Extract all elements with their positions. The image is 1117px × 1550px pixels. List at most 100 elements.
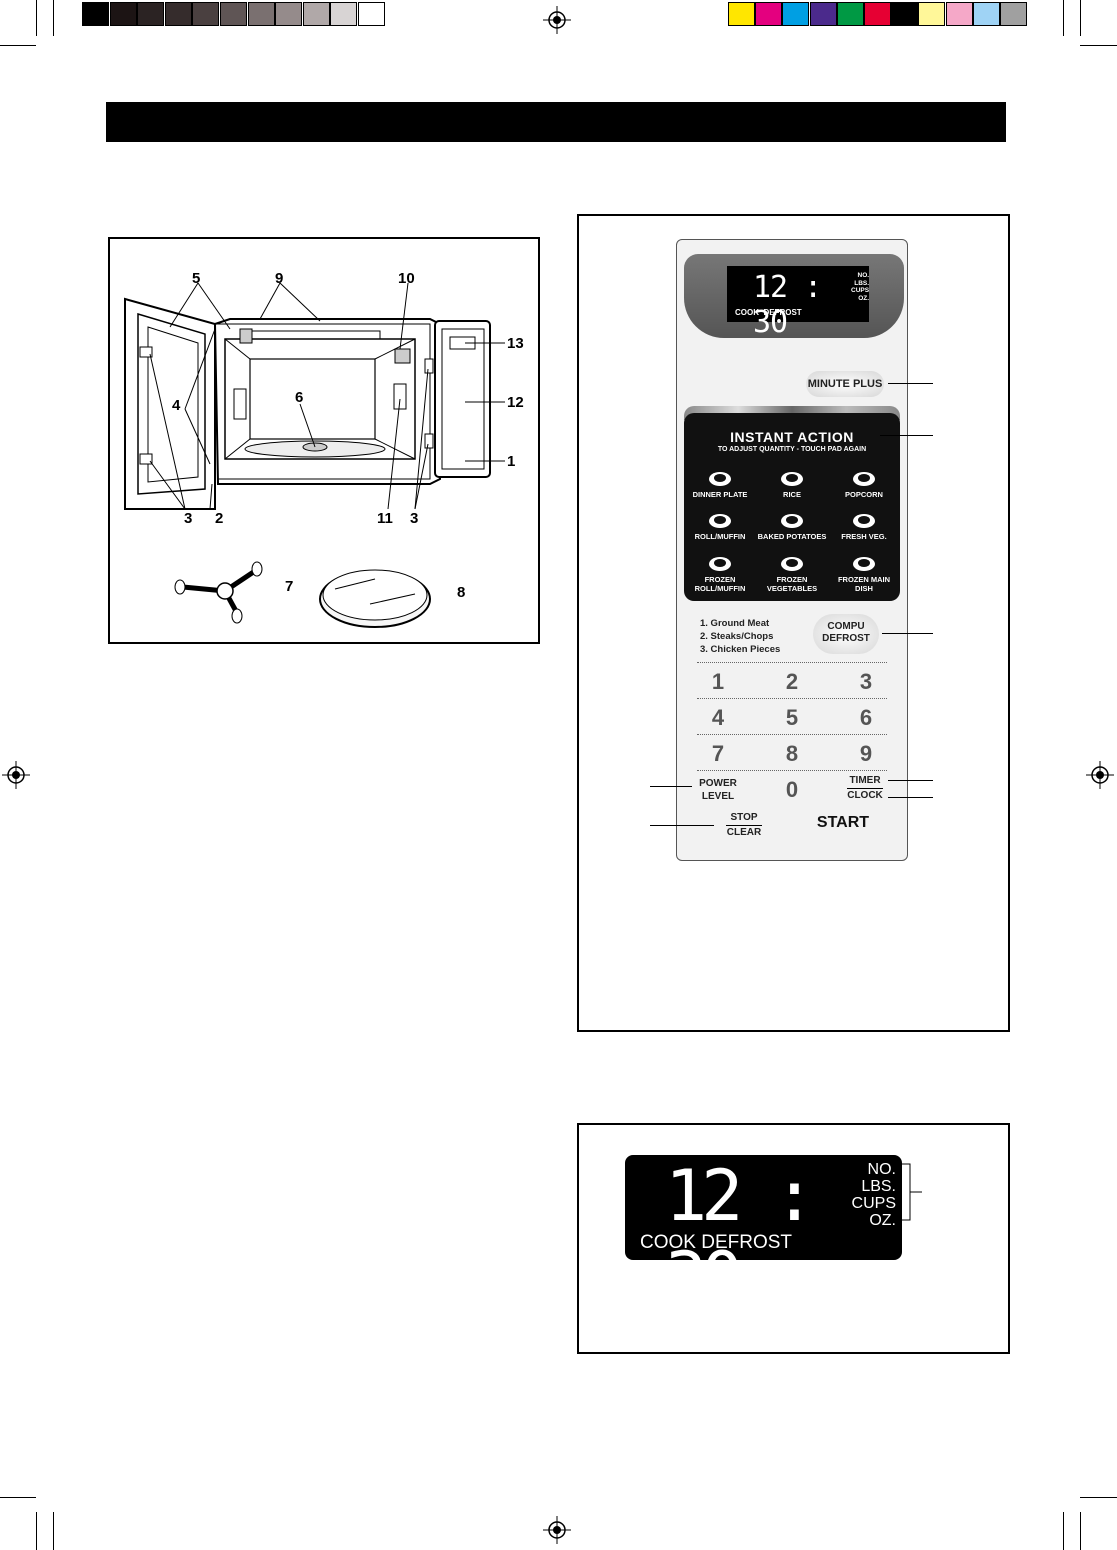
instant-action-title: INSTANT ACTION	[730, 429, 854, 445]
key-7[interactable]: 7	[711, 741, 725, 766]
instant-action-baked-potatoes[interactable]: BAKED POTATOES	[757, 508, 827, 541]
color-swatch	[836, 2, 864, 26]
frozen-vegetables-icon	[781, 557, 803, 571]
color-swatch	[782, 2, 810, 26]
key-1[interactable]: 1	[711, 669, 725, 694]
registration-mark-icon	[1086, 761, 1114, 789]
color-swatch	[945, 2, 973, 26]
registration-mark-icon	[2, 761, 30, 789]
frozen-main-dish-icon	[853, 557, 875, 571]
instant-action-fresh-veg[interactable]: FRESH VEG.	[829, 508, 899, 541]
crop-mark	[53, 1512, 54, 1550]
display-detail: 12 : 30 COOK DEFROST NO. LBS. CUPS OZ.	[625, 1155, 902, 1319]
leader-line	[882, 633, 933, 634]
unit-cups: CUPS	[851, 287, 870, 294]
color-swatch	[918, 2, 946, 26]
dinner-plate-icon	[709, 472, 731, 486]
callout-10: 10	[398, 270, 415, 287]
instant-action-popcorn[interactable]: POPCORN	[829, 466, 899, 499]
panel-display: 12 : 30 COOK DEFROST NO. LBS. CUPS OZ.	[727, 266, 870, 340]
crop-mark	[1063, 1512, 1064, 1550]
display-time: 12 : 30	[753, 270, 822, 340]
instant-action-dinner-plate[interactable]: DINNER PLATE	[685, 466, 755, 499]
instant-action-label: FROZEN ROLL/MUFFIN	[694, 575, 746, 593]
callout-13: 13	[507, 335, 524, 352]
unit-lbs: LBS.	[861, 1178, 896, 1195]
instant-action-label: POPCORN	[845, 490, 883, 499]
power-label: POWER	[699, 778, 737, 789]
power-level-button[interactable]: POWER LEVEL	[693, 777, 743, 803]
crop-mark	[1080, 45, 1117, 46]
vegetables-icon	[853, 514, 875, 528]
detail-time: 12 : 30	[665, 1155, 816, 1319]
instant-action-rice[interactable]: RICE	[757, 466, 827, 499]
gray-swatch	[192, 2, 220, 26]
gray-swatch	[82, 2, 109, 26]
unit-cups: CUPS	[851, 1195, 896, 1212]
gray-swatch	[137, 2, 165, 26]
potatoes-icon	[781, 514, 803, 528]
crop-mark	[1080, 1512, 1081, 1550]
key-0[interactable]: 0	[785, 777, 799, 802]
instant-action-frozen-main-dish[interactable]: FROZEN MAIN DISH	[829, 551, 899, 593]
rice-icon	[781, 472, 803, 486]
crop-mark	[0, 1497, 36, 1498]
unit-oz: OZ.	[858, 294, 870, 302]
crop-mark	[0, 45, 36, 46]
compu-label: COMPU	[827, 621, 865, 632]
compu-defrost-button[interactable]: COMPU DEFROST	[813, 614, 879, 654]
leader-line	[650, 825, 714, 826]
popcorn-icon	[853, 472, 875, 486]
callout-8: 8	[457, 584, 466, 601]
color-swatch	[864, 2, 891, 26]
gray-swatch	[247, 2, 275, 26]
callout-2: 2	[215, 510, 224, 527]
key-3[interactable]: 3	[859, 669, 873, 694]
registration-mark-icon	[543, 1516, 571, 1544]
key-9[interactable]: 9	[859, 741, 873, 766]
color-swatch	[891, 2, 919, 26]
crop-mark	[1080, 1497, 1117, 1498]
instant-action-label: BAKED POTATOES	[757, 532, 827, 541]
key-8[interactable]: 8	[785, 741, 799, 766]
leader-line	[880, 435, 933, 436]
defrost-item: 2. Steaks/Chops	[700, 631, 774, 642]
crop-mark	[1063, 0, 1064, 36]
callout-5: 5	[192, 270, 201, 287]
callout-3: 3	[410, 510, 419, 527]
gray-swatch	[330, 2, 358, 26]
instant-action-roll-muffin[interactable]: ROLL/MUFFIN	[685, 508, 755, 541]
callout-11: 11	[377, 510, 393, 527]
unit-no: NO.	[867, 1161, 896, 1178]
detail-units: NO. LBS. CUPS OZ.	[852, 1161, 896, 1229]
key-2[interactable]: 2	[785, 669, 799, 694]
divider	[697, 662, 887, 663]
detail-modes: COOK DEFROST	[640, 1232, 793, 1253]
clear-button[interactable]: CLEAR	[726, 827, 762, 838]
start-button[interactable]: START	[816, 814, 870, 831]
clock-button[interactable]: CLOCK	[847, 790, 883, 801]
unit-oz: OZ.	[869, 1212, 896, 1229]
frozen-muffin-icon	[709, 557, 731, 571]
crop-mark	[53, 0, 54, 36]
timer-button[interactable]: TIMER	[849, 775, 881, 786]
minute-plus-button[interactable]: MINUTE PLUS	[806, 371, 884, 397]
callout-6: 6	[295, 389, 304, 406]
color-swatch	[1000, 2, 1027, 26]
divider	[697, 698, 887, 699]
key-5[interactable]: 5	[785, 705, 799, 730]
instant-action-frozen-vegetables[interactable]: FROZEN VEGETABLES	[757, 551, 827, 593]
instant-action-label: DINNER PLATE	[692, 490, 748, 499]
gray-swatch	[220, 2, 247, 26]
callout-7: 7	[285, 578, 294, 595]
key-4[interactable]: 4	[711, 705, 725, 730]
stop-button[interactable]: STOP	[730, 812, 758, 823]
microwave-oven-illustration	[124, 282, 505, 628]
key-6[interactable]: 6	[859, 705, 873, 730]
instant-action-frozen-roll-muffin[interactable]: FROZEN ROLL/MUFFIN	[685, 551, 755, 593]
instant-action-label: FROZEN VEGETABLES	[766, 575, 818, 593]
defrost-item: 3. Chicken Pieces	[700, 644, 781, 655]
stop-clear-divider	[726, 825, 762, 826]
defrost-list: 1. Ground Meat 2. Steaks/Chops 3. Chicke…	[700, 617, 780, 656]
color-swatch	[728, 2, 755, 26]
